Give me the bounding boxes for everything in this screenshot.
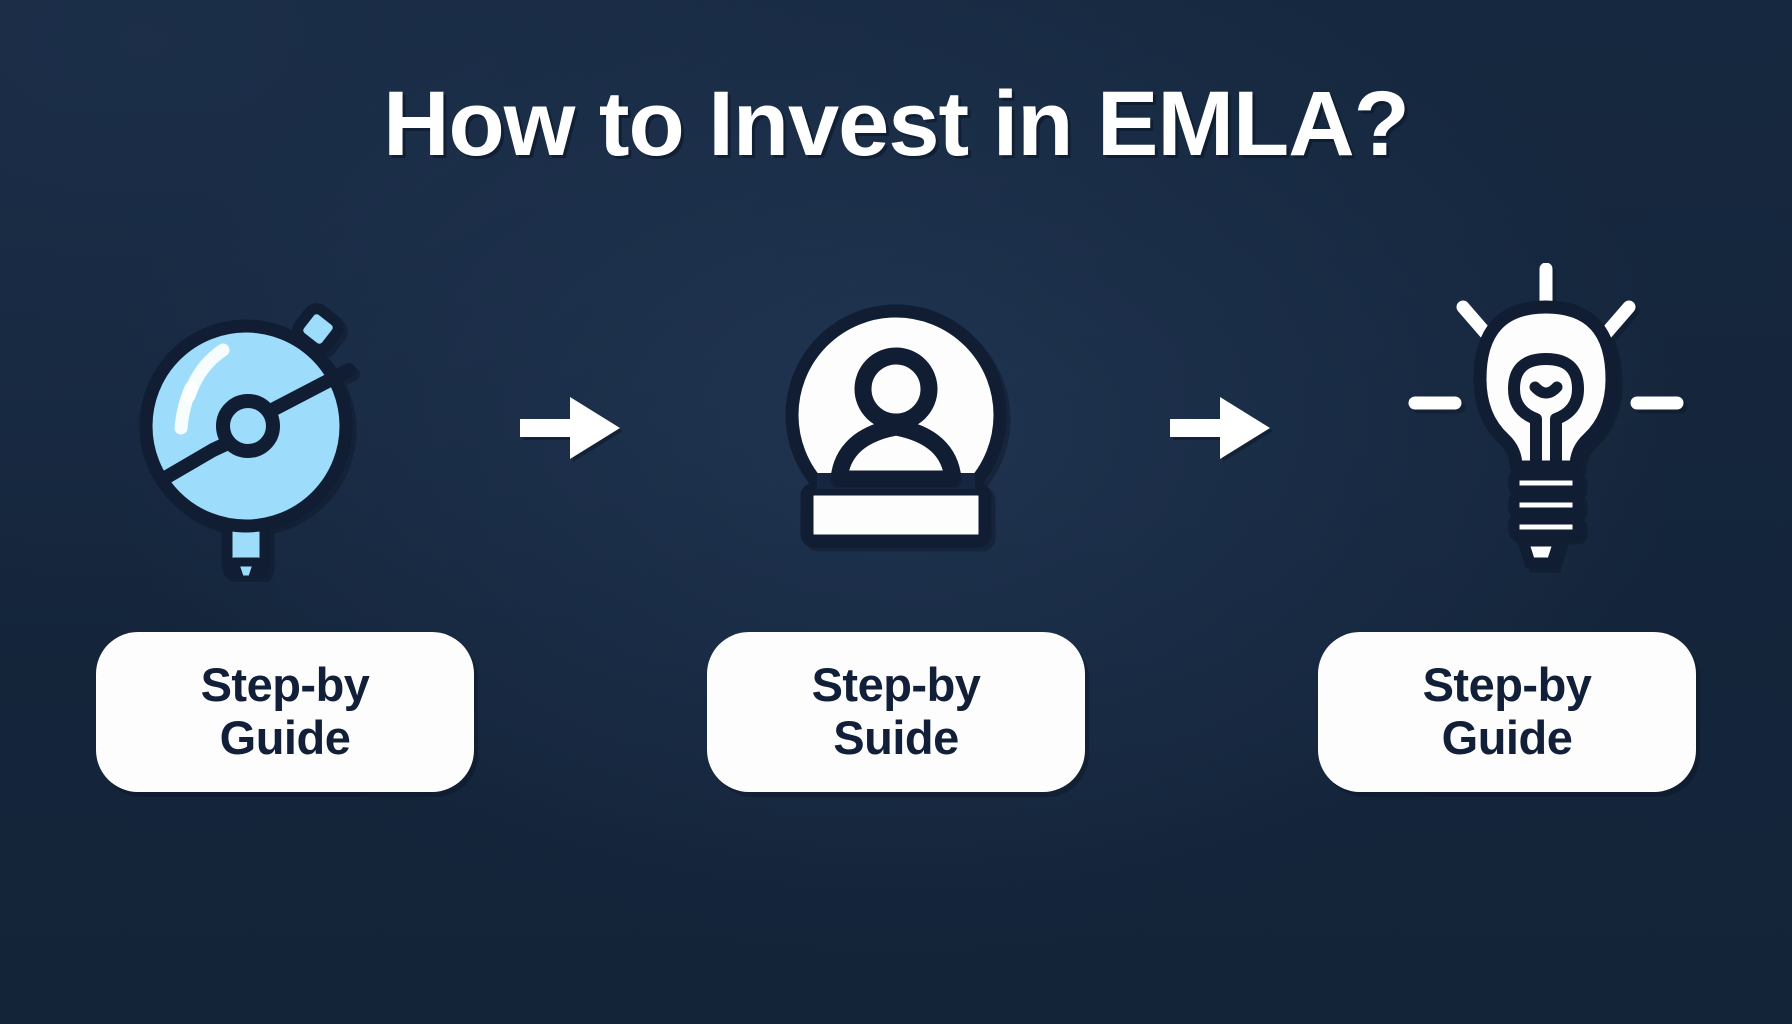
step-2-guide-button-line1: Step-by xyxy=(811,658,981,712)
user-badge-pedestal xyxy=(800,482,992,548)
bulb-base xyxy=(1508,469,1584,569)
step-3-guide-button-line1: Step-by xyxy=(1422,658,1592,712)
user-head xyxy=(854,347,938,431)
arrow-right-icon xyxy=(520,397,620,459)
step-1-icon-container xyxy=(96,258,396,598)
bulb-filament-curl xyxy=(1529,381,1563,399)
page-title: How to Invest in EMLA? xyxy=(383,73,1410,175)
bulb-base-ring-2 xyxy=(1508,491,1584,519)
arrow-2-container xyxy=(1156,258,1286,598)
step-1-guide-button-line1: Step-by xyxy=(200,658,370,712)
step-3-icon-container xyxy=(1396,258,1696,598)
stopwatch-hub xyxy=(216,394,280,458)
arrow-right-shape xyxy=(1170,397,1270,459)
step-1-guide-button-line2: Guide xyxy=(219,711,351,764)
stopwatch-foot xyxy=(229,557,263,578)
stopwatch-icon xyxy=(139,303,356,578)
arrow-right-shape xyxy=(520,397,620,459)
step-3-guide-button[interactable]: Step-by Guide xyxy=(1318,632,1696,792)
step-2-guide-button[interactable]: Step-by Suide xyxy=(707,632,1085,792)
guide-buttons-row: Step-by Guide Step-by Suide Step-by Guid… xyxy=(96,632,1696,792)
bulb-base-ring-3 xyxy=(1508,513,1584,541)
bulb-filament xyxy=(1508,353,1584,473)
arrow-1-container xyxy=(506,258,636,598)
step-3-guide-button-line2: Guide xyxy=(1441,711,1573,764)
step-2-icon-container xyxy=(746,258,1046,598)
step-2-guide-button-line2: Suide xyxy=(833,711,959,764)
bulb-base-ring-1 xyxy=(1508,469,1584,497)
bulb-base-tip xyxy=(1515,535,1567,569)
step-1-guide-button[interactable]: Step-by Guide xyxy=(96,632,474,792)
step-flow-row xyxy=(96,258,1696,598)
lightbulb-icon xyxy=(1408,263,1684,569)
bulb-glass xyxy=(1473,300,1619,474)
stopwatch-gloss-short xyxy=(174,381,198,435)
user-badge-icon xyxy=(785,304,1007,548)
arrow-right-icon xyxy=(1170,397,1270,459)
user-shoulders xyxy=(830,418,962,488)
